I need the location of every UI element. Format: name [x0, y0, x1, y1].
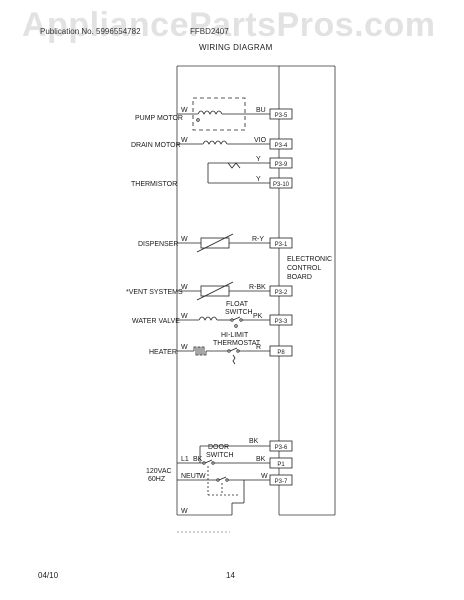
publication-number: Publication No. 5996554782 [40, 27, 141, 36]
door-switch-label: SWITCH [206, 452, 234, 459]
terminal-p3-6: P3-6 [275, 445, 288, 451]
dispenser-label: DISPENSER [138, 241, 178, 248]
thermistor-circuit [207, 162, 281, 184]
thermistor-label: THERMISTOR [131, 181, 177, 188]
wire-color-bk: BK [249, 438, 259, 445]
door-switch-label: DOOR [208, 444, 229, 451]
control-board-label: ELECTRONIC [287, 256, 332, 263]
page-title: WIRING DIAGRAM [199, 43, 273, 52]
vent-systems-label: *VENT SYSTEMS [126, 289, 183, 296]
terminal-p3-7: P3-7 [275, 479, 288, 485]
supply-label: 60HZ [148, 476, 166, 483]
model-number: FFBD2407 [190, 27, 229, 36]
wire-color-bu: BU [256, 107, 266, 114]
wire-color-w: W [181, 508, 188, 515]
wire-color-w: W [181, 137, 188, 144]
water-valve-label: WATER VALVE [132, 318, 180, 325]
dispenser-circuit [177, 233, 281, 253]
drain-motor-label: DRAIN MOTOR [131, 142, 181, 149]
wire-color-w: W [199, 473, 206, 480]
wire-color-r-bk: R-BK [249, 284, 266, 291]
terminal-p1: P1 [277, 462, 285, 468]
terminal-p3-9: P3-9 [275, 162, 288, 168]
terminal-p3-2: P3-2 [275, 290, 288, 296]
wire-color-bk: BK [193, 456, 203, 463]
neut-label: NEUT [181, 473, 201, 480]
watermark: AppliancePartsPros.com [22, 6, 436, 44]
control-board-label: BOARD [287, 274, 312, 281]
pump-motor-label: PUMP MOTOR [135, 115, 183, 122]
terminal-p3-3: P3-3 [275, 319, 288, 325]
wire-color-pk: PK [253, 313, 263, 320]
wire-color-bk: BK [256, 456, 266, 463]
heater-circuit [177, 346, 281, 365]
wire-color-w: W [261, 473, 268, 480]
terminal-p3-1: P3-1 [275, 242, 288, 248]
hi-limit-label: THERMOSTAT [213, 340, 261, 347]
wire-color-y: Y [256, 176, 261, 183]
footer-date: 04/10 [38, 571, 59, 580]
wire-color-w: W [181, 107, 188, 114]
terminal-p3-10: P3-10 [273, 182, 290, 188]
hi-limit-label: HI-LIMIT [221, 332, 249, 339]
wire-color-w: W [181, 284, 188, 291]
water-valve-circuit [177, 316, 281, 328]
terminal-p3-5: P3-5 [275, 113, 288, 119]
terminal-p8: P8 [277, 350, 285, 356]
supply-label: 120VAC [146, 468, 172, 475]
wire-color-vio: VIO [254, 137, 267, 144]
wire-color-r: R [256, 344, 261, 351]
page-number: 14 [226, 571, 235, 580]
wire-color-w: W [181, 344, 188, 351]
wire-color-w: W [181, 313, 188, 320]
wire-color-r-y: R-Y [252, 236, 264, 243]
control-board-label: CONTROL [287, 265, 321, 272]
terminal-boxes [269, 108, 293, 486]
float-switch-label: FLOAT [226, 301, 249, 308]
pump-motor-circuit [177, 97, 281, 131]
float-switch-label: SWITCH [225, 309, 253, 316]
wire-color-w: W [181, 236, 188, 243]
terminal-p3-4: P3-4 [275, 143, 288, 149]
wire-color-y: Y [256, 156, 261, 163]
l1-label: L1 [181, 456, 189, 463]
heater-label: HEATER [149, 349, 177, 356]
